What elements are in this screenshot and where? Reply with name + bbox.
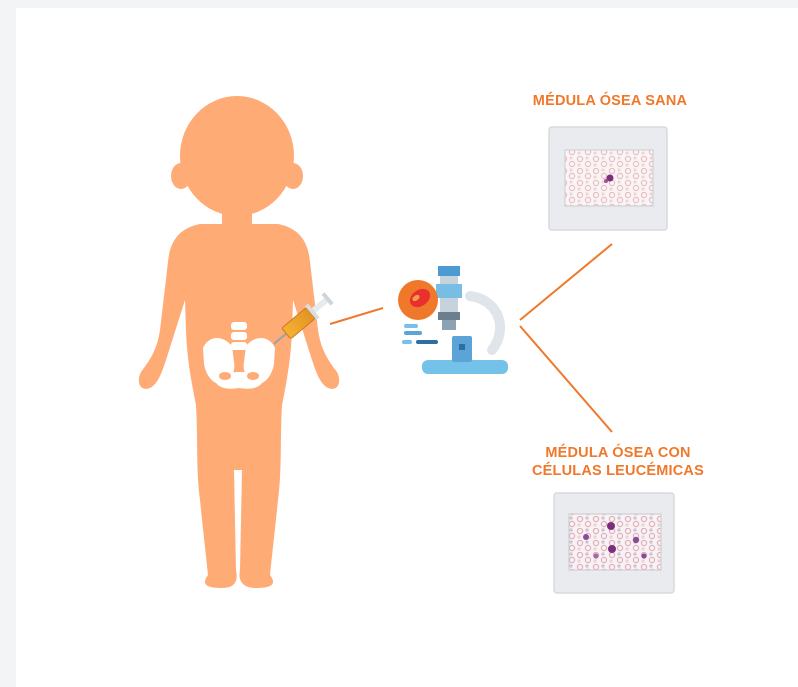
label-healthy-marrow: MÉDULA ÓSEA SANA [480,92,740,110]
label-leukemic-line2: CÉLULAS LEUCÉMICAS [478,462,758,480]
connector-syringe-microscope [330,308,383,324]
label-leukemic-line1: MÉDULA ÓSEA CON [478,444,758,462]
connector-to-leukemic [520,326,612,432]
label-leukemic-marrow: MÉDULA ÓSEA CON CÉLULAS LEUCÉMICAS [478,444,758,480]
slide-healthy [549,127,667,230]
connector-to-healthy [520,244,612,320]
microscope-icon [398,266,508,374]
slide-leukemic [554,493,674,593]
